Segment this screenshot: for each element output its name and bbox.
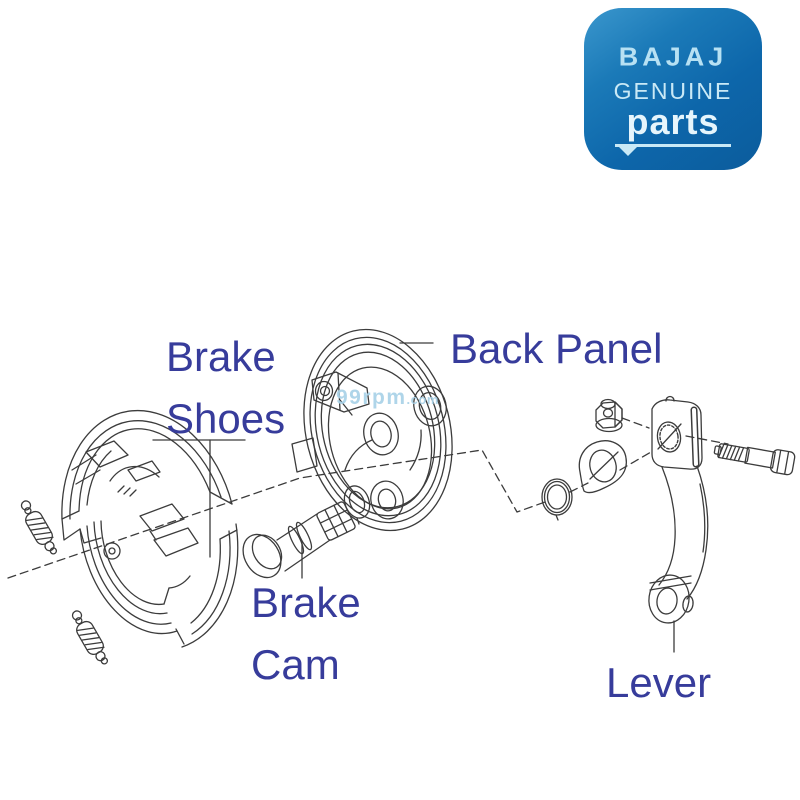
watermark-text: 99rpm — [336, 386, 407, 409]
label-brake-cam: Brake Cam — [251, 572, 361, 696]
flange-nut-icon — [595, 398, 623, 433]
label-brake-cam-line1: Brake — [251, 579, 361, 626]
hex-bolt-icon — [713, 443, 796, 476]
brake-lever-drawing — [648, 395, 709, 624]
logo-parts-text: parts — [626, 101, 720, 142]
label-brake-shoes: Brake Shoes — [166, 326, 285, 450]
logo-brand-text: BAJAJ — [618, 42, 728, 72]
dust-cover-icon — [578, 440, 628, 494]
return-spring-lower-icon — [71, 610, 109, 665]
brake-shoes-drawing — [61, 409, 239, 648]
leader-lines — [152, 342, 675, 653]
brake-cam-drawing — [242, 485, 371, 579]
watermark-suffix: .com — [406, 392, 439, 407]
return-spring-upper-icon — [20, 500, 58, 555]
label-brake-cam-line2: Cam — [251, 641, 340, 688]
back-panel-drawing — [291, 328, 453, 532]
circlip-icon — [541, 478, 573, 521]
label-back-panel: Back Panel — [450, 325, 663, 372]
label-brake-shoes-line2: Shoes — [166, 395, 286, 442]
assembly-centerline — [7, 417, 729, 579]
logo-arrow-icon — [619, 147, 637, 156]
watermark: 99rpm.com — [336, 386, 439, 410]
label-lever: Lever — [606, 659, 712, 706]
logo-genuine-text: GENUINE — [613, 78, 733, 104]
label-brake-shoes-line1: Brake — [166, 333, 276, 380]
logo-underline — [615, 144, 731, 156]
bajaj-genuine-parts-logo: BAJAJ GENUINE parts — [584, 8, 762, 170]
